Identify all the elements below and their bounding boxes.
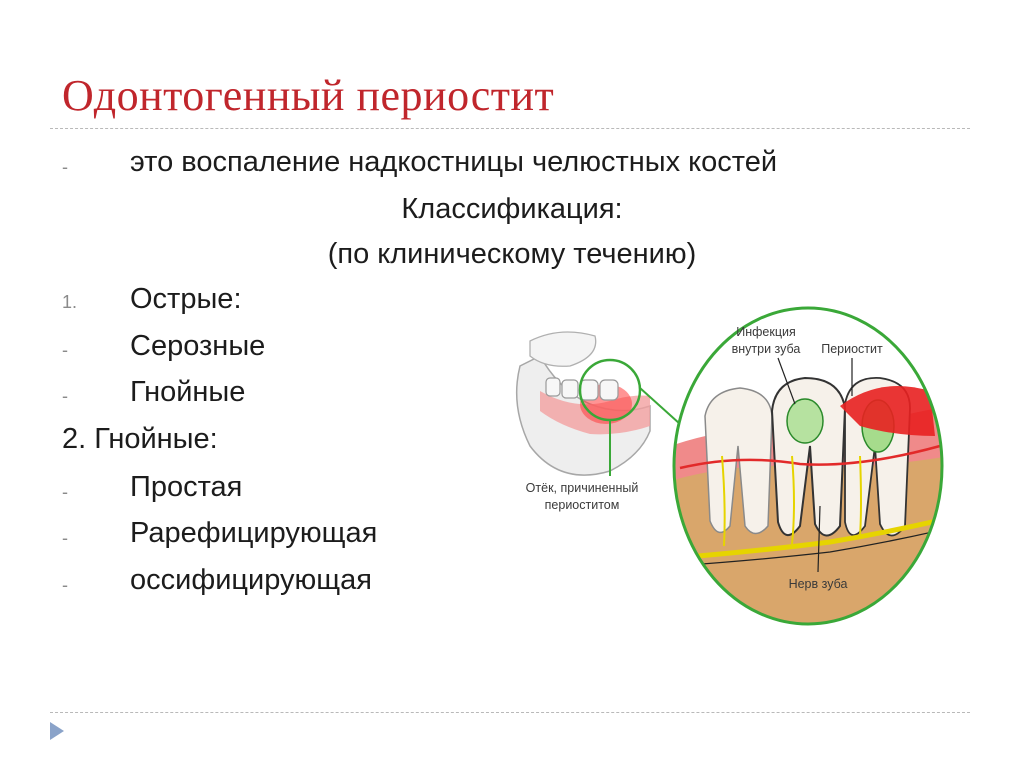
magnified-view bbox=[672, 306, 944, 626]
list-item: Простая bbox=[130, 471, 243, 503]
footer-divider bbox=[50, 712, 970, 713]
bullet-dash: - bbox=[62, 157, 68, 177]
label-nerve: Нерв зуба bbox=[789, 577, 848, 591]
slide-title: Одонтогенный периостит bbox=[62, 71, 555, 120]
definition-text: это воспаление надкостницы челюстных кос… bbox=[130, 146, 778, 178]
bullet-dash: - bbox=[62, 575, 68, 595]
periostitis-illustration: Отёк, причиненный периоститом bbox=[515, 306, 944, 626]
bullet-dash: - bbox=[62, 482, 68, 502]
bullet-dash: - bbox=[62, 386, 68, 406]
section-label: Острые: bbox=[130, 283, 242, 315]
list-item: Рарефицирующая bbox=[130, 517, 378, 549]
bullet-dash: - bbox=[62, 528, 68, 548]
list-item: Серозные bbox=[130, 330, 266, 362]
label-periostitis: Периостит bbox=[821, 342, 883, 356]
bullet-dash: - bbox=[62, 340, 68, 360]
classification-subheading: (по клиническому течению) bbox=[327, 238, 697, 270]
title-divider bbox=[50, 128, 970, 129]
label-swelling-1: Отёк, причиненный bbox=[526, 481, 639, 495]
label-swelling-2: периоститом bbox=[545, 498, 620, 512]
bullet-number: 1. bbox=[62, 292, 78, 312]
label-infection-1: Инфекция bbox=[736, 325, 796, 339]
list-item: оссифицирующая bbox=[130, 564, 372, 596]
next-slide-arrow-icon[interactable] bbox=[50, 722, 64, 740]
section-label: 2. Гнойные: bbox=[62, 423, 218, 455]
list-item: Гнойные bbox=[130, 376, 246, 408]
classification-heading: Классификация: bbox=[401, 193, 623, 225]
jaw-drawing bbox=[515, 331, 681, 476]
label-infection-2: внутри зуба bbox=[732, 342, 801, 356]
